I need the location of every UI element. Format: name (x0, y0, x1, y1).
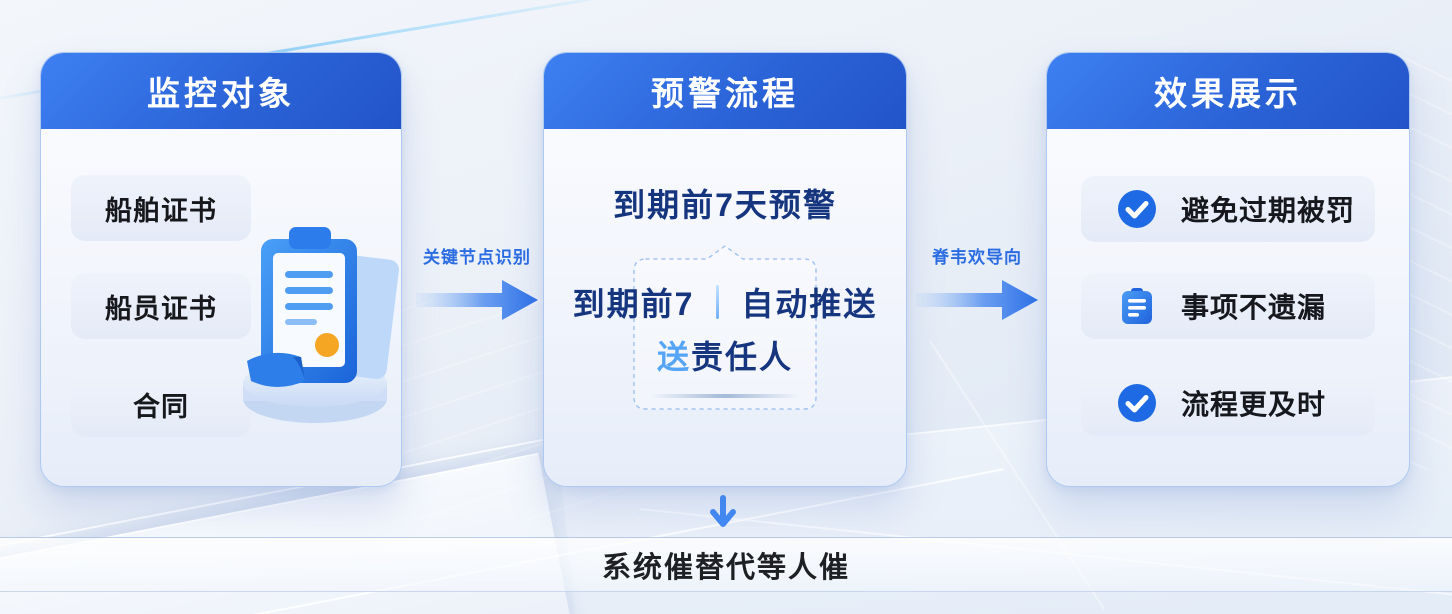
process-step-2-left: 到期前7 (572, 286, 695, 322)
down-arrow-icon (708, 494, 738, 537)
card-effects: 效果展示 避免过期被罚 事项不遗漏 (1046, 52, 1410, 487)
monitor-item-ship-certificate: 船舶证书 (71, 175, 251, 241)
monitor-item-contract: 合同 (71, 371, 251, 437)
monitor-item-crew-certificate: 船员证书 (71, 273, 251, 339)
benefit-label: 流程更及时 (1181, 389, 1327, 420)
benefit-row-no-omission: 事项不遗漏 (1081, 273, 1375, 339)
right-arrow-icon (916, 280, 1038, 320)
horizontal-divider (650, 394, 800, 398)
connector-monitor-to-process: 关键节点识别 (414, 243, 540, 323)
card-title-process: 预警流程 (544, 53, 906, 129)
right-arrow-icon (416, 280, 538, 320)
process-step-3: 送责任人 (544, 332, 906, 378)
footer-band (0, 537, 1452, 592)
process-step-2: 到期前7 自动推送 (544, 279, 906, 325)
benefit-row-avoid-penalty: 避免过期被罚 (1081, 176, 1375, 242)
connector-label: 关键节点识别 (423, 248, 531, 267)
check-circle-icon (1118, 190, 1156, 228)
process-step-3-rest: 责任人 (691, 339, 794, 375)
benefit-label: 事项不遗漏 (1181, 292, 1327, 323)
document-icon (1122, 288, 1152, 324)
process-step-1: 到期前7天预警 (613, 187, 837, 223)
card-monitor-objects: 监控对象 船舶证书 船员证书 合同 (40, 52, 402, 487)
card-title-monitor: 监控对象 (41, 53, 401, 129)
process-step-2-right: 自动推送 (741, 286, 878, 322)
footer-text: 系统催替代等人催 (601, 552, 850, 584)
card-title-effects: 效果展示 (1047, 53, 1409, 129)
connector-label: 脊韦欢导向 (932, 248, 1022, 267)
clipboard-certificate-illustration (239, 219, 401, 429)
check-circle-icon (1118, 384, 1156, 422)
process-step-3-accent: 送 (656, 339, 691, 375)
vertical-divider (716, 285, 720, 319)
benefit-row-timely-process: 流程更及时 (1081, 370, 1375, 436)
benefit-label: 避免过期被罚 (1181, 195, 1356, 226)
dashed-bubble (628, 243, 822, 413)
card-warning-process: 预警流程 到期前7天预警 到期前7 自动推送 送责任人 (543, 52, 907, 487)
connector-process-to-effects: 脊韦欢导向 (914, 243, 1040, 323)
